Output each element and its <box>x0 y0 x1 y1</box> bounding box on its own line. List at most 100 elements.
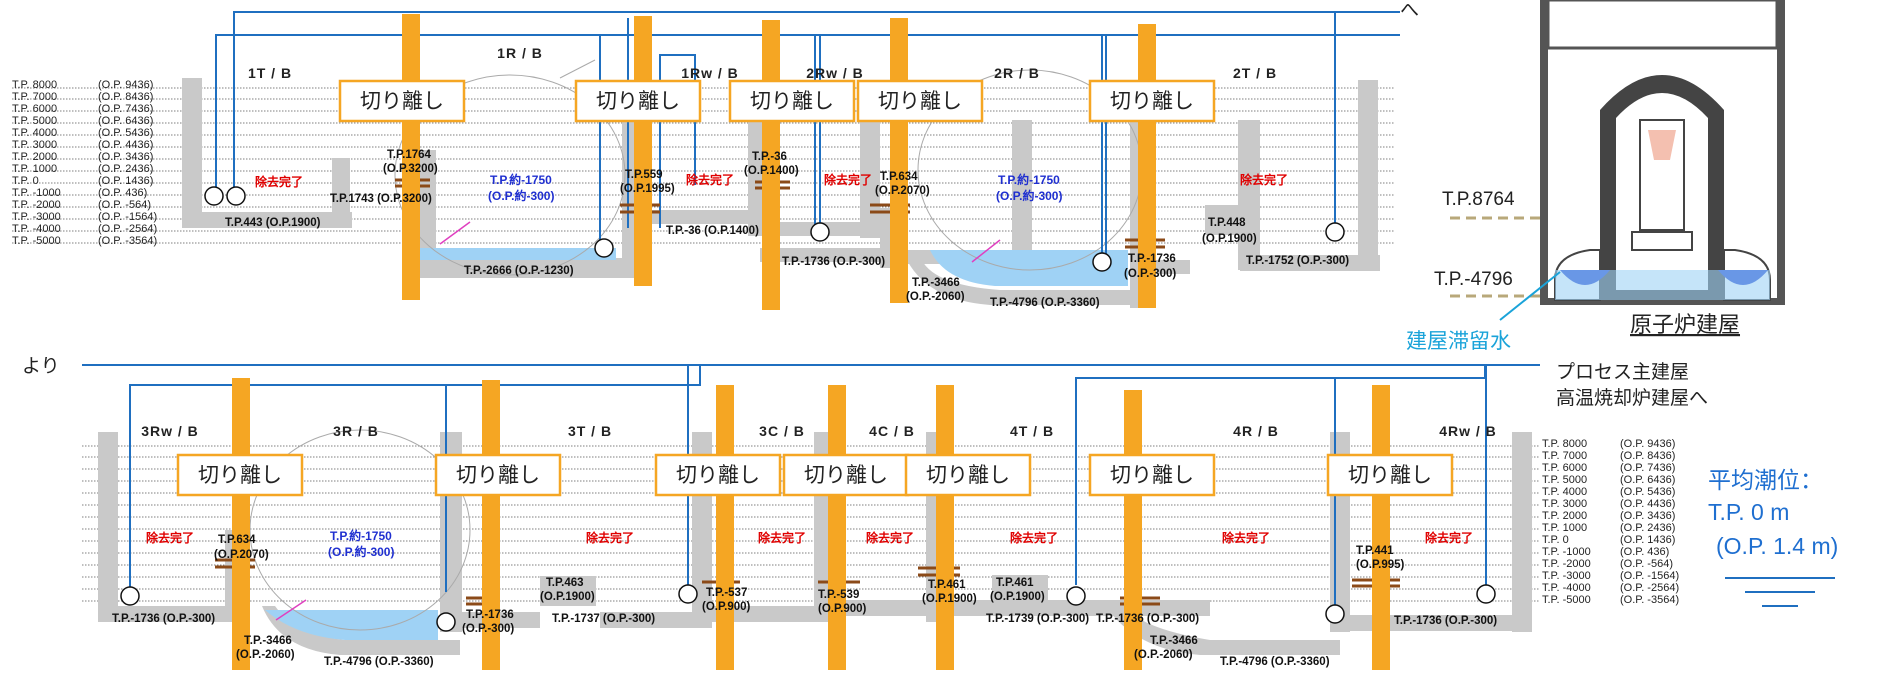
level-label-op: (O.P. 5436) <box>98 127 153 139</box>
level-note: T.P.-3466 <box>912 277 960 289</box>
level-note: (O.P.2070) <box>214 549 269 561</box>
level-label-op: (O.P. 9436) <box>98 79 153 91</box>
level-label-op: (O.P. 1436) <box>1620 534 1675 546</box>
level-label: T.P. 7000 <box>1542 450 1587 462</box>
level-label-op: (O.P. 3436) <box>1620 510 1675 522</box>
level-note: (O.P.1995) <box>620 183 675 195</box>
top-cut-labels: 切り離し 切り離し 切り離し 切り離し 切り離し <box>338 79 1216 123</box>
level-note: (O.P.900) <box>702 601 751 613</box>
level-label-op: (O.P. 436) <box>98 187 147 199</box>
level-note: T.P.443 (O.P.1900) <box>225 217 321 229</box>
cut-label: 切り離し <box>1110 464 1194 487</box>
level-label: T.P. 6000 <box>12 103 57 115</box>
level-note: T.P.-36 (O.P.1400) <box>666 225 759 237</box>
level-note: T.P.461 <box>928 579 966 591</box>
level-label: T.P. -3000 <box>1542 570 1591 582</box>
cut-label: 切り離し <box>456 464 540 487</box>
cut-label: 切り離し <box>676 464 760 487</box>
level-label: T.P. 0 <box>1542 534 1569 546</box>
level-label: T.P. 1000 <box>1542 522 1587 534</box>
cut-label-box <box>574 79 702 123</box>
removal-done-label: 除去完了 <box>866 530 914 545</box>
level-label: T.P. 1000 <box>12 163 57 175</box>
cut-label: 切り離し <box>360 90 444 113</box>
cut-label-box <box>728 79 856 123</box>
level-label: T.P. -1000 <box>1542 546 1591 558</box>
cut-label-box <box>434 453 562 497</box>
bottom-building-names: 3Rw / B 3R / B 3T / B 3C / B 4C / B 4T /… <box>141 423 1496 439</box>
removal-done-label: 除去完了 <box>686 172 734 187</box>
level-note: (O.P.-2060) <box>1134 649 1193 661</box>
bottom-seals <box>215 558 1400 606</box>
level-note: T.P.1743 (O.P.3200) <box>330 193 432 205</box>
cut-label-box <box>1088 453 1216 497</box>
level-label: T.P. 8000 <box>1542 438 1587 450</box>
building-name: 1R / B <box>497 45 543 61</box>
level-note: T.P.-1736 (O.P.-300) <box>1096 613 1199 625</box>
level-label: T.P. 2000 <box>1542 510 1587 522</box>
from-label: より <box>22 356 60 377</box>
building-name: 3Rw / B <box>141 423 199 439</box>
top-building-names: 1T / B 1R / B 1Rw / B 2Rw / B 2R / B 2T … <box>248 45 1277 81</box>
building-name: 4R / B <box>1233 423 1279 439</box>
pump-icon <box>226 186 246 206</box>
tp8764-label: T.P.8764 <box>1442 189 1515 210</box>
level-note: T.P.461 <box>996 577 1034 589</box>
level-note: T.P.-2666 (O.P.-1230) <box>464 265 574 277</box>
water-level-label: (O.P.約-300) <box>488 188 554 203</box>
bottom-level-labels: T.P. 8000 (O.P. 9436) T.P. 7000 (O.P. 84… <box>1542 438 1679 606</box>
building-name: 3T / B <box>568 423 612 439</box>
tide-note: 平均潮位： T.P. 0 m (O.P. 1.4 m) <box>1708 467 1838 607</box>
level-note: (O.P.2070) <box>875 185 930 197</box>
level-label-op: (O.P. 9436) <box>1620 438 1675 450</box>
level-note: T.P.559 <box>625 169 663 181</box>
level-label: T.P. -4000 <box>12 223 61 235</box>
level-label: T.P. -4000 <box>1542 582 1591 594</box>
level-label-op: (O.P. 1436) <box>98 175 153 187</box>
bottom-cut-labels: 切り離し 切り離し 切り離し 切り離し 切り離し 切り離し 切り離し <box>176 453 1454 497</box>
building-name: 2R / B <box>994 65 1040 81</box>
cut-label: 切り離し <box>878 90 962 113</box>
bottom-water-level: T.P.約-1750 (O.P.約-300) <box>328 528 394 559</box>
stagnant-water-label: 建屋滞留水 <box>1406 330 1511 353</box>
removal-done-label: 除去完了 <box>1425 530 1473 545</box>
level-label-op: (O.P. -2564) <box>1620 582 1679 594</box>
level-label-op: (O.P. 4436) <box>1620 498 1675 510</box>
reactor-building: 原子炉建屋 <box>1540 0 1785 337</box>
building-name: 1T / B <box>248 65 292 81</box>
cut-label-box <box>176 453 304 497</box>
level-label-op: (O.P. 6436) <box>98 115 153 127</box>
cut-label-box <box>1326 453 1454 497</box>
level-label: T.P. 4000 <box>1542 486 1587 498</box>
water-level-label: (O.P.約-300) <box>996 188 1062 203</box>
building-name: 2T / B <box>1233 65 1277 81</box>
bottom-water <box>265 610 438 640</box>
tide-op: (O.P. 1.4 m) <box>1716 533 1838 559</box>
level-note: (O.P.1900) <box>1202 233 1257 245</box>
level-note: T.P.448 <box>1208 217 1246 229</box>
building-name: 4C / B <box>869 423 915 439</box>
level-note: T.P.634 <box>218 534 256 546</box>
level-note: T.P.-1736 <box>1128 253 1176 265</box>
level-note: T.P.-1736 (O.P.-300) <box>1394 615 1497 627</box>
pump-icon <box>1476 584 1496 604</box>
level-label-op: (O.P. 8436) <box>98 91 153 103</box>
building-name: 4T / B <box>1010 423 1054 439</box>
pump-icon <box>594 238 614 258</box>
incinerator-building-label: 高温焼却炉建屋へ <box>1556 387 1708 409</box>
level-note: T.P.-3466 <box>244 635 292 647</box>
water-level-label: (O.P.約-300) <box>328 544 394 559</box>
pump-icon <box>1325 222 1345 242</box>
level-label-op: (O.P. -3564) <box>98 235 157 247</box>
arrow-icon <box>971 239 1001 263</box>
level-label: T.P. 3000 <box>12 139 57 151</box>
tp-4796-label: T.P.-4796 <box>1434 269 1513 290</box>
water-level-label: T.P.約-1750 <box>330 528 392 543</box>
water-level-label: T.P.約-1750 <box>490 172 552 187</box>
level-label: T.P. 4000 <box>12 127 57 139</box>
to-label: へ <box>1400 0 1419 21</box>
building-name: 3R / B <box>333 423 379 439</box>
level-label-op: (O.P. -1564) <box>1620 570 1679 582</box>
bottom-row: T.P. 8000 (O.P. 9436) T.P. 7000 (O.P. 84… <box>82 365 1679 670</box>
bottom-removal-done: 除去完了 除去完了 除去完了 除去完了 除去完了 除去完了 除去完了 <box>146 530 1473 545</box>
